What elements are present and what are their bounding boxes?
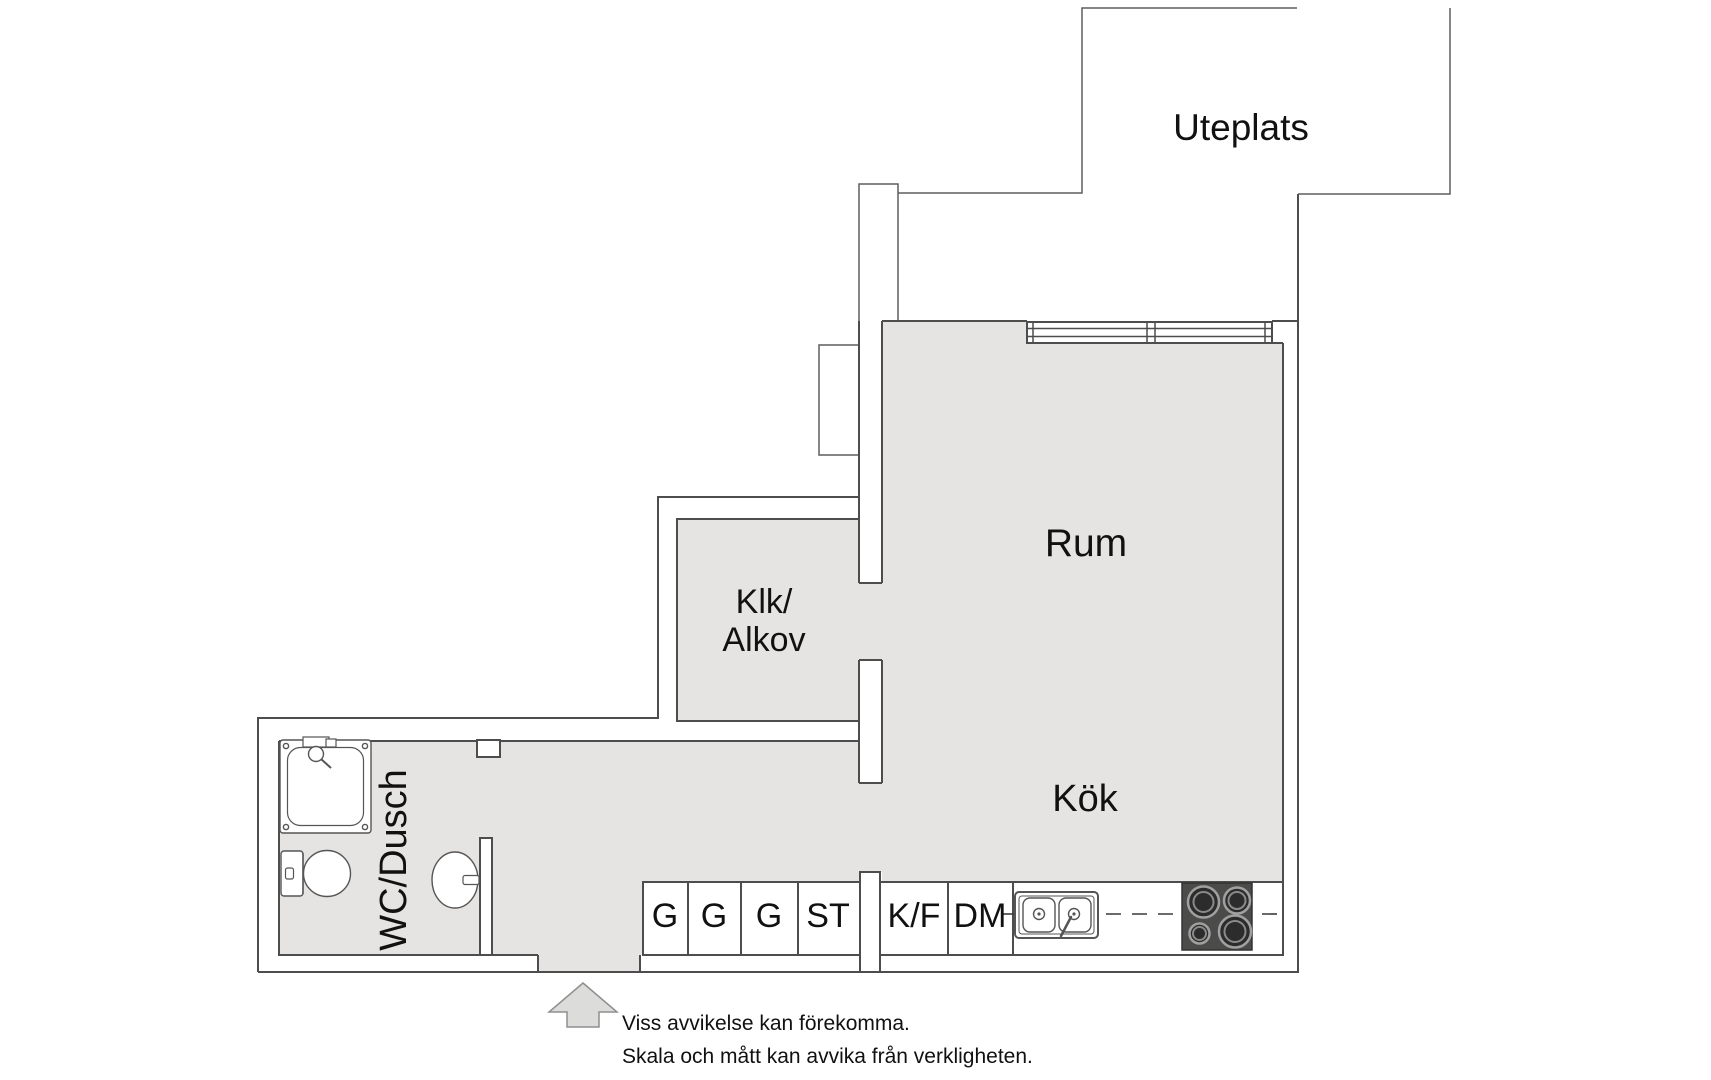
cabinet-label-g1: G	[652, 897, 678, 935]
main-room-label: Rum	[1045, 522, 1127, 565]
bathroom-basin-wall	[479, 837, 493, 956]
cabinet-label-kf: K/F	[888, 897, 941, 935]
room-top-wall	[882, 320, 1299, 344]
closet-label-line2: Alkov	[722, 621, 805, 659]
patio-outline-right	[1298, 8, 1451, 195]
bathroom-door-jamb	[476, 739, 501, 758]
patio-label: Uteplats	[1173, 107, 1309, 148]
patio-outline-left	[898, 7, 1297, 194]
cabinet-label-st: ST	[806, 897, 849, 935]
kitchen-passage-floor	[857, 783, 884, 872]
cabinet-label-dm: DM	[954, 897, 1007, 935]
sink-icon	[1014, 891, 1099, 939]
entrance-threshold-floor	[538, 955, 640, 972]
exterior-step-outline	[818, 344, 859, 456]
shower-icon	[279, 736, 372, 834]
disclaimer-line1: Viss avvikelse kan förekomma.	[622, 1012, 910, 1035]
counter-end-wall	[859, 871, 881, 973]
cabinet-dividers	[687, 882, 1014, 955]
cabinet-label-g2: G	[701, 897, 727, 935]
disclaimer-line2: Skala och mått kan avvika från verklighe…	[622, 1045, 1033, 1068]
bathroom-label: WC/Dusch	[373, 769, 415, 951]
closet-room-wall-lower	[858, 659, 883, 784]
kitchen-label: Kök	[1052, 778, 1118, 820]
entrance-arrow-icon	[546, 982, 620, 1028]
window	[1026, 321, 1273, 344]
washbasin-icon	[431, 851, 480, 909]
toilet-icon	[280, 849, 352, 898]
closet-doorway-floor	[857, 583, 884, 660]
closet-room-wall-upper	[858, 321, 883, 584]
hallway-floor-east	[643, 741, 860, 882]
closet-floor	[677, 519, 859, 721]
closet-label-line1: Klk/	[736, 583, 793, 621]
hall-inner-left-bottom-wall	[278, 741, 641, 971]
chimney-outline	[858, 183, 899, 321]
left-outer-wall	[257, 496, 859, 972]
stove-icon	[1181, 882, 1253, 951]
closet-inner-walls	[676, 518, 859, 722]
main-room-floor	[882, 321, 1283, 882]
cabinet-label-g3: G	[756, 897, 782, 935]
